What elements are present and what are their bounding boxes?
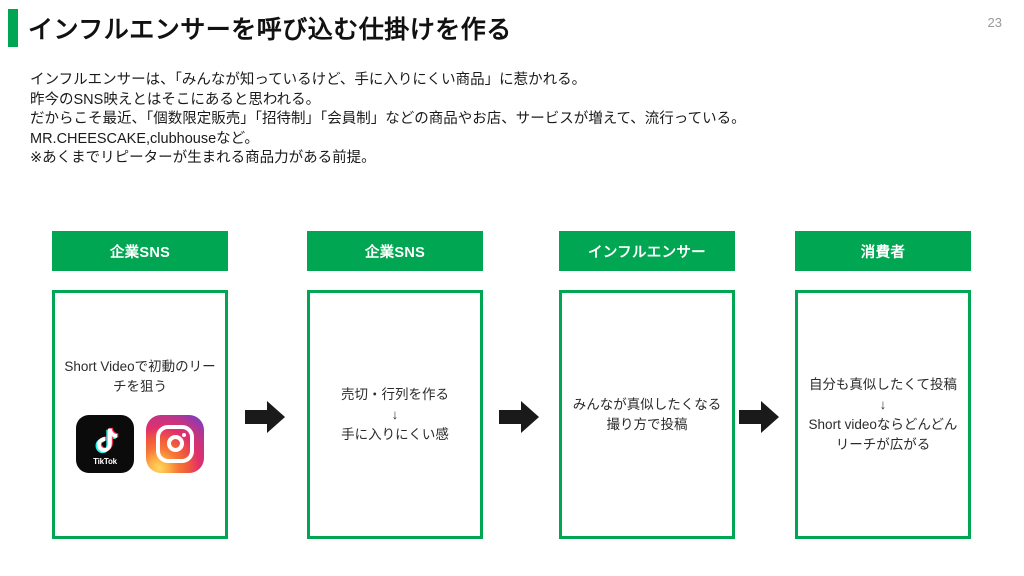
arrow-right-icon xyxy=(739,401,779,433)
flow-column-4: 消費者 自分も真似したくて投稿 ↓ Short videoならどんどんリーチが広… xyxy=(795,231,971,539)
flow-column-1-text: Short Videoで初動のリーチを狙う xyxy=(64,358,216,394)
title-accent-bar xyxy=(8,9,18,47)
flow-column-2-body: 売切・行列を作る ↓ 手に入りにくい感 xyxy=(307,290,483,539)
flow-column-2-header: 企業SNS xyxy=(307,231,483,271)
flow-diagram: 企業SNS Short Videoで初動のリーチを狙う TikTok xyxy=(0,231,1024,543)
instagram-logo xyxy=(146,414,204,473)
tiktok-note-icon xyxy=(95,427,119,453)
flow-column-3-body: みんなが真似したくなる撮り方で投稿 xyxy=(559,290,735,539)
arrow-right-icon xyxy=(245,401,285,433)
flow-column-1-header: 企業SNS xyxy=(52,231,228,271)
arrow-right-icon xyxy=(499,401,539,433)
flow-column-4-text: 自分も真似したくて投稿 ↓ Short videoならどんどんリーチが広がる xyxy=(808,376,958,452)
flow-column-4-body: 自分も真似したくて投稿 ↓ Short videoならどんどんリーチが広がる xyxy=(795,290,971,539)
body-copy-line-5: ※あくまでリピーターが生まれる商品力がある前提。 xyxy=(30,150,376,166)
flow-column-3-header: インフルエンサー xyxy=(559,231,735,271)
body-copy-line-4: MR.CHEESCAKE,clubhouseなど。 xyxy=(30,130,259,147)
flow-column-3: インフルエンサー みんなが真似したくなる撮り方で投稿 xyxy=(559,231,735,539)
tiktok-logo: TikTok xyxy=(76,414,134,473)
page-title: インフルエンサーを呼び込む仕掛けを作る xyxy=(28,16,512,44)
instagram-flash-dot xyxy=(181,432,186,437)
flow-column-2-text: 売切・行列を作る ↓ 手に入りにくい感 xyxy=(341,386,449,442)
tiktok-wordmark: TikTok xyxy=(93,456,117,466)
flow-column-2: 企業SNS 売切・行列を作る ↓ 手に入りにくい感 xyxy=(307,231,483,539)
flow-column-3-text: みんなが真似したくなる撮り方で投稿 xyxy=(572,396,722,432)
body-copy-line-2: 昨今のSNS映えとはそこにあると思われる。 xyxy=(30,91,321,108)
instagram-lens xyxy=(166,435,184,452)
page-number: 23 xyxy=(987,15,1002,30)
body-copy-line-3: だからこそ最近、「個数限定販売」「招待制」「会員制」などの商品やお店、サービスが… xyxy=(30,111,746,127)
flow-column-1: 企業SNS Short Videoで初動のリーチを狙う TikTok xyxy=(52,231,228,539)
instagram-camera-icon xyxy=(156,424,194,463)
social-logo-row: TikTok xyxy=(76,414,204,473)
body-copy-line-1: インフルエンサーは、「みんなが知っているけど、手に入りにくい商品」に惹かれる。 xyxy=(30,72,587,88)
flow-column-1-body: Short Videoで初動のリーチを狙う TikTok xyxy=(52,290,228,539)
flow-column-4-header: 消費者 xyxy=(795,231,971,271)
body-copy: インフルエンサーは、「みんなが知っているけど、手に入りにくい商品」に惹かれる。 … xyxy=(30,71,746,169)
